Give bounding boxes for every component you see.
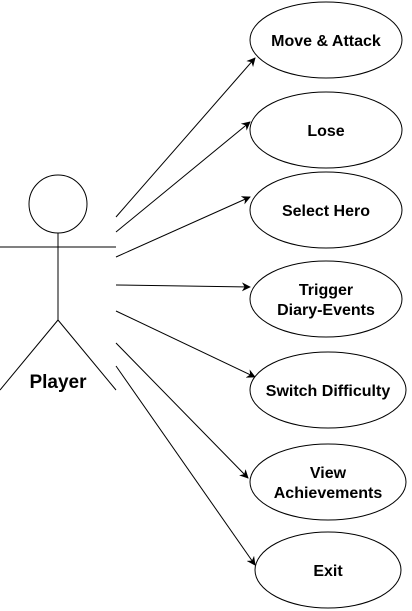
use-case-label: View: [310, 465, 347, 482]
actor-head: [28, 174, 88, 234]
association-arrow-select-hero: [115, 196, 251, 258]
use-case-ellipse: [249, 443, 407, 521]
actor-left-leg: [0, 319, 59, 391]
actor-label: Player: [29, 372, 87, 393]
use-case-switch-difficulty: Switch Difficulty: [249, 351, 407, 429]
use-case-ellipse: [249, 91, 403, 169]
use-case-exit: Exit: [254, 531, 402, 609]
use-case-label: Exit: [313, 563, 343, 580]
use-case-label: Switch Difficulty: [266, 383, 391, 400]
association-arrow-switch-difficulty: [115, 310, 256, 378]
use-case-label: Move & Attack: [271, 33, 381, 50]
use-case-ellipse: [249, 1, 403, 79]
use-case-move-attack: Move & Attack: [249, 1, 403, 79]
use-case-ellipse: [249, 171, 403, 249]
use-case-label: Achievements: [274, 485, 383, 502]
use-case-label: Trigger: [299, 282, 353, 299]
use-case-lose: Lose: [249, 91, 403, 169]
actor-right-leg: [57, 319, 117, 391]
use-case-select-hero: Select Hero: [249, 171, 403, 249]
use-case-ellipse: [254, 531, 402, 609]
association-arrow-trigger-diary-events: [115, 282, 251, 292]
use-case-label: Select Hero: [282, 203, 370, 220]
association-arrow-lose: [115, 121, 251, 233]
association-arrow-exit: [115, 365, 256, 566]
use-case-label: Diary-Events: [277, 302, 375, 319]
use-case-label: Lose: [307, 123, 344, 140]
association-arrow-view-achievements: [115, 342, 249, 479]
actor-player: Player: [0, 174, 117, 393]
associations: [115, 57, 256, 566]
use-case-ellipse: [249, 260, 403, 338]
association-arrow-move-attack: [115, 57, 256, 218]
use-case-ellipse: [249, 351, 407, 429]
